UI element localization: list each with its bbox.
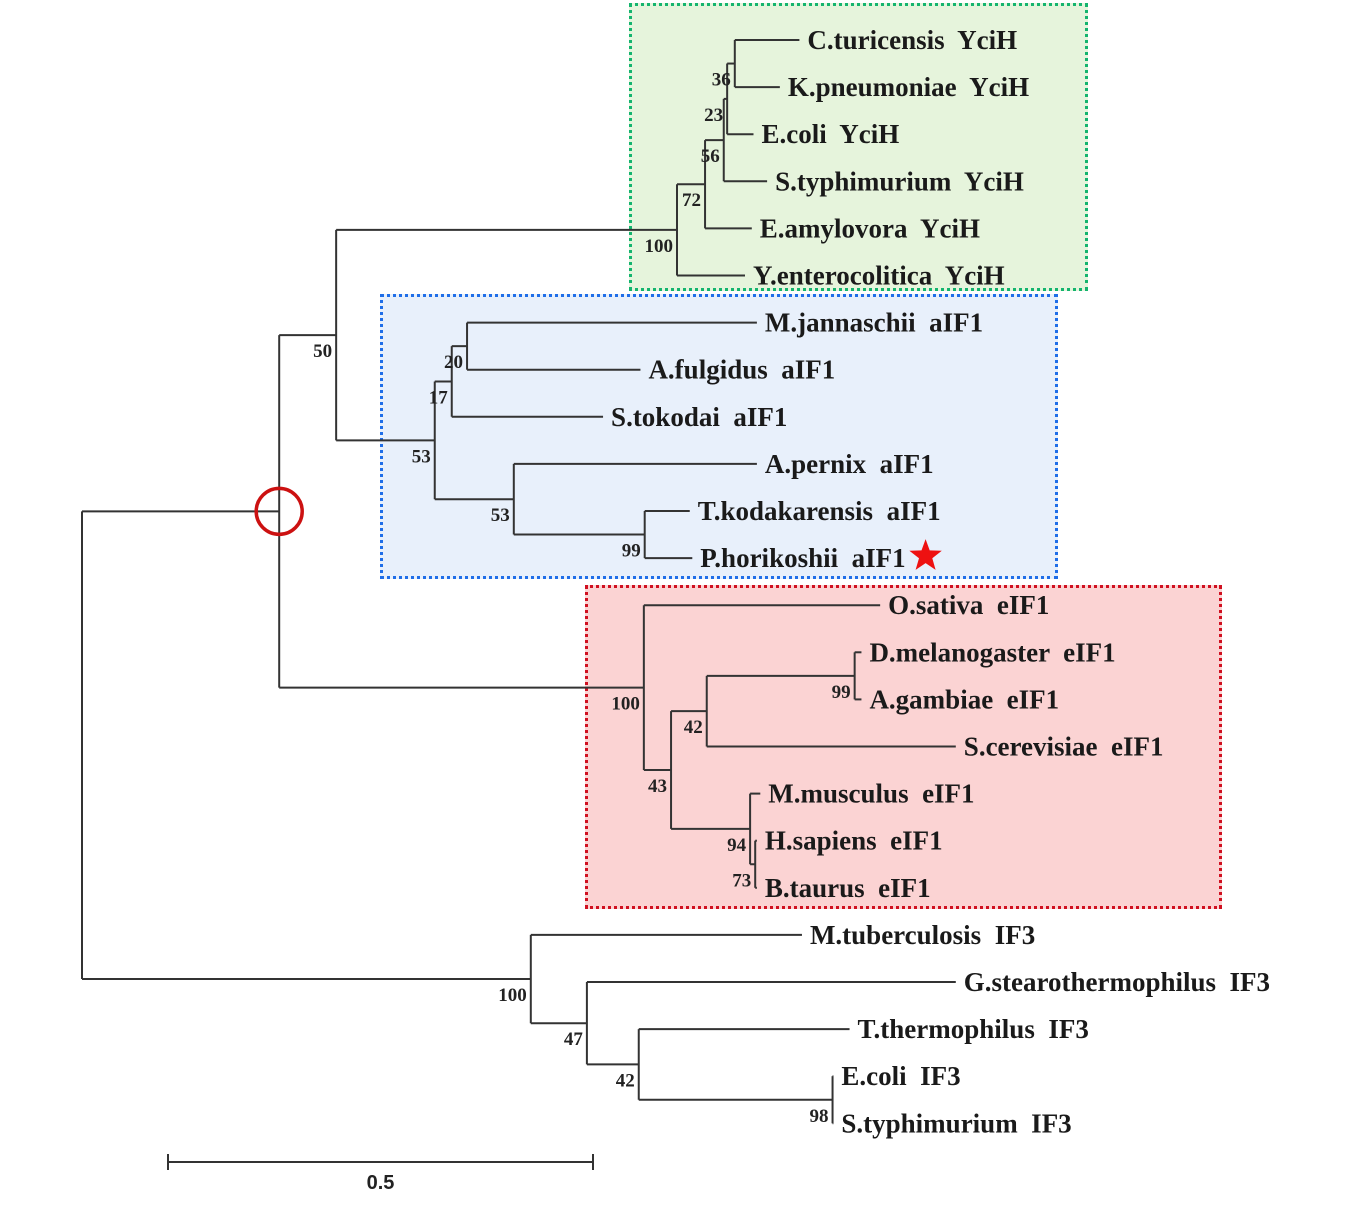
tip-label: E.amylovora YciH — [760, 213, 980, 243]
tip-label: P.horikoshii aIF1 — [700, 543, 905, 573]
tip-label: S.cerevisiae eIF1 — [964, 732, 1164, 762]
markers — [254, 486, 942, 570]
circled-node-marker — [254, 486, 304, 537]
tip-label: A.pernix aIF1 — [765, 449, 934, 479]
scale-bar: 0.5 — [167, 1154, 594, 1194]
tip-labels: C.turicensis YciH K.pneumoniae YciH E.coli… — [611, 25, 1270, 1138]
tip-label: M.tuberculosis IF3 — [810, 920, 1035, 950]
bootstrap-value: 99 — [622, 541, 641, 562]
tip-label: O.sativa eIF1 — [888, 590, 1049, 620]
tip-label: C.turicensis YciH — [807, 25, 1017, 55]
tip-label: M.musculus eIF1 — [768, 779, 974, 809]
scale-bar-label: 0.5 — [367, 1172, 395, 1194]
tip-label: D.melanogaster eIF1 — [869, 637, 1115, 667]
bootstrap-value: 36 — [712, 70, 731, 91]
tip-label: A.gambiae eIF1 — [869, 684, 1059, 714]
bootstrap-value: 42 — [684, 717, 703, 738]
bootstrap-value: 56 — [701, 146, 720, 167]
bootstrap-value: 23 — [704, 105, 723, 126]
star-icon — [909, 539, 942, 570]
tip-label: B.taurus eIF1 — [765, 873, 931, 903]
tip-label: E.coli IF3 — [841, 1061, 960, 1091]
bootstrap-value: 47 — [564, 1029, 584, 1050]
bootstrap-value: 99 — [832, 682, 851, 703]
tip-label: Y.enterocolitica YciH — [753, 261, 1005, 291]
bootstrap-value: 42 — [616, 1070, 635, 1091]
tip-label: T.thermophilus IF3 — [858, 1014, 1089, 1044]
support-values: 50 100 72 56 23 36 53 17 20 53 99 100 43 42 99 94 73 100 4… — [313, 70, 851, 1127]
bootstrap-value: 50 — [313, 341, 332, 362]
aif1-clade-box — [380, 294, 1058, 579]
tip-label: M.jannaschii aIF1 — [765, 308, 983, 338]
tip-label: S.typhimurium YciH — [775, 166, 1024, 196]
tip-label: E.coli YciH — [762, 119, 900, 149]
tip-label: G.stearothermophilus IF3 — [964, 967, 1270, 997]
tip-label: T.kodakarensis aIF1 — [698, 496, 941, 526]
bootstrap-value: 53 — [491, 505, 510, 526]
tip-label: H.sapiens eIF1 — [765, 826, 943, 856]
tip-label: S.tokodai aIF1 — [611, 402, 787, 432]
bootstrap-value: 94 — [727, 835, 747, 856]
bootstrap-value: 98 — [810, 1106, 829, 1127]
tip-label: A.fulgidus aIF1 — [648, 355, 835, 385]
bootstrap-value: 100 — [498, 985, 527, 1006]
branches — [81, 39, 956, 1125]
bootstrap-value: 43 — [648, 776, 667, 797]
bootstrap-value: 20 — [444, 352, 463, 373]
bootstrap-value: 100 — [611, 694, 640, 715]
bootstrap-value: 17 — [429, 387, 449, 408]
tip-label: K.pneumoniae YciH — [788, 72, 1029, 102]
bootstrap-value: 53 — [412, 446, 431, 467]
bootstrap-value: 72 — [682, 190, 701, 211]
bootstrap-value: 100 — [645, 236, 674, 257]
bootstrap-value: 73 — [732, 870, 751, 891]
tip-label: S.typhimurium IF3 — [841, 1108, 1071, 1138]
